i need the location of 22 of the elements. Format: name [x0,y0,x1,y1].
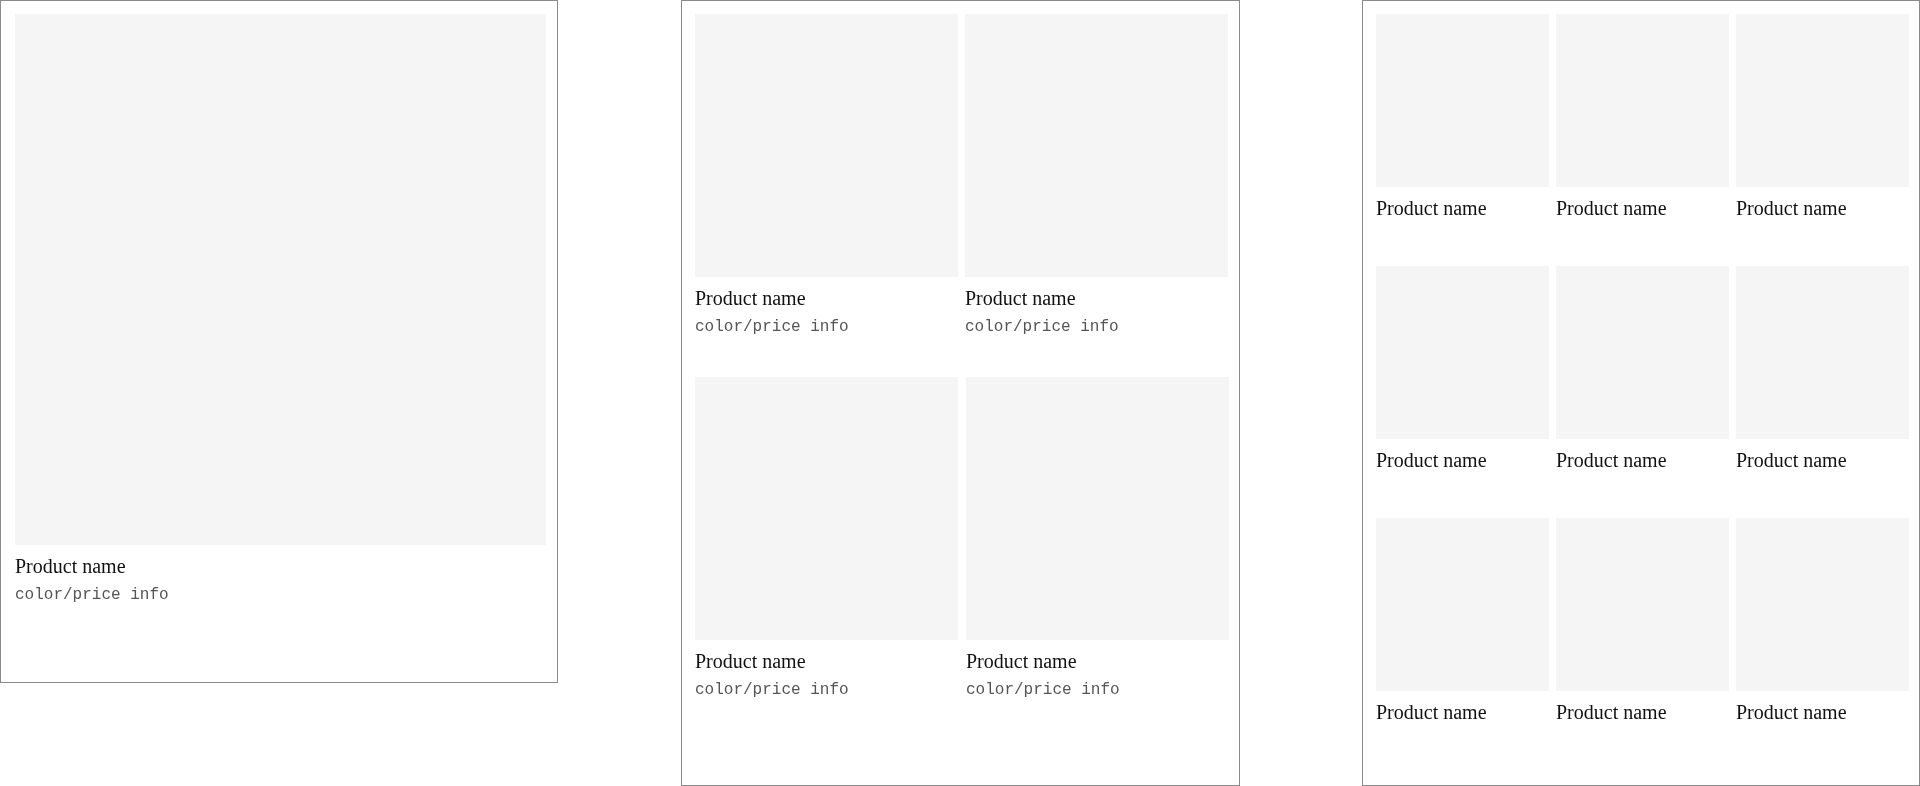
product-name: Product name [1736,449,1847,472]
product-name: Product name [1376,449,1487,472]
product-name: Product name [15,555,126,578]
product-info: color/price info [965,318,1119,336]
product-name: Product name [1736,701,1847,724]
product-name: Product name [1556,449,1667,472]
product-name: Product name [695,650,806,673]
layout-frame [681,0,1240,786]
product-info: color/price info [966,681,1120,699]
product-name: Product name [1556,701,1667,724]
product-info: color/price info [695,318,849,336]
product-name: Product name [1556,197,1667,220]
layout-frame [1362,0,1920,786]
product-name: Product name [695,287,806,310]
product-info: color/price info [695,681,849,699]
product-name: Product name [966,650,1077,673]
product-name: Product name [1736,197,1847,220]
product-name: Product name [965,287,1076,310]
product-info: color/price info [15,586,169,604]
product-name: Product name [1376,197,1487,220]
layout-frame [0,0,558,683]
product-name: Product name [1376,701,1487,724]
